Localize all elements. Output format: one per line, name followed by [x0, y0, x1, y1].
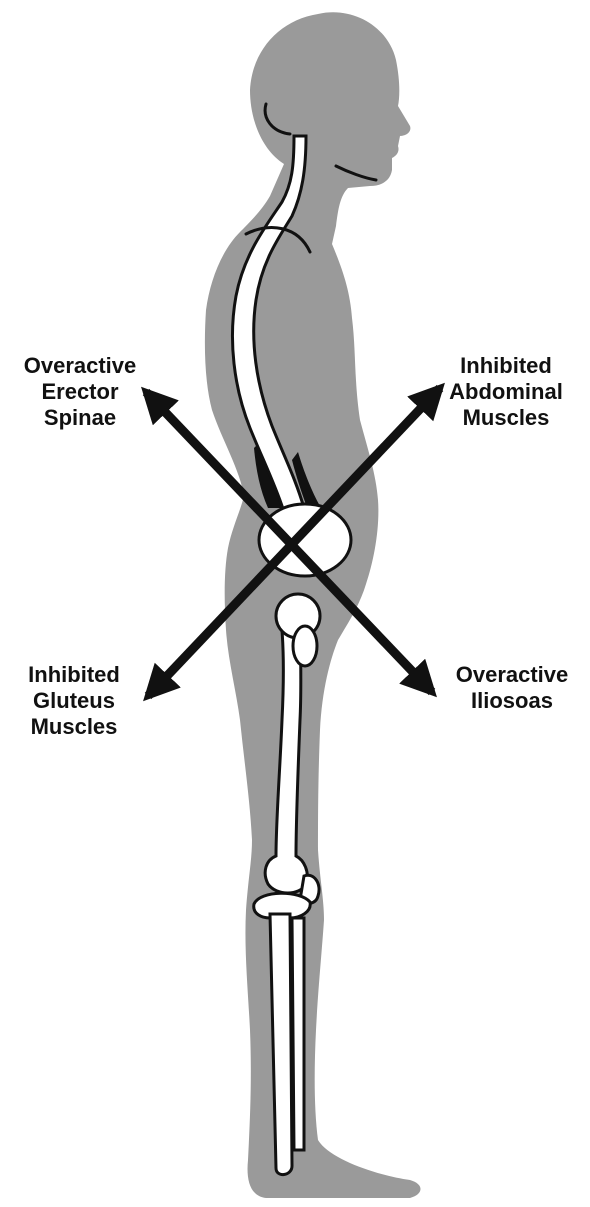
label-inhibited-abdominal-muscles: Inhibited Abdominal Muscles [440, 353, 572, 431]
label-line: Muscles [440, 405, 572, 431]
fibula-bone [292, 918, 304, 1150]
label-overactive-erector-spinae: Overactive Erector Spinae [0, 353, 160, 431]
label-line: Iliosoas [446, 688, 578, 714]
label-overactive-iliosoas: Overactive Iliosoas [446, 662, 578, 714]
label-line: Overactive [446, 662, 578, 688]
greater-trochanter [293, 626, 317, 666]
label-line: Inhibited [0, 662, 148, 688]
label-line: Abdominal [440, 379, 572, 405]
label-line: Gluteus [0, 688, 148, 714]
label-line: Spinae [0, 405, 160, 431]
label-line: Inhibited [440, 353, 572, 379]
label-line: Overactive [0, 353, 160, 379]
label-line: Erector [0, 379, 160, 405]
label-inhibited-gluteus-muscles: Inhibited Gluteus Muscles [0, 662, 148, 740]
label-line: Muscles [0, 714, 148, 740]
